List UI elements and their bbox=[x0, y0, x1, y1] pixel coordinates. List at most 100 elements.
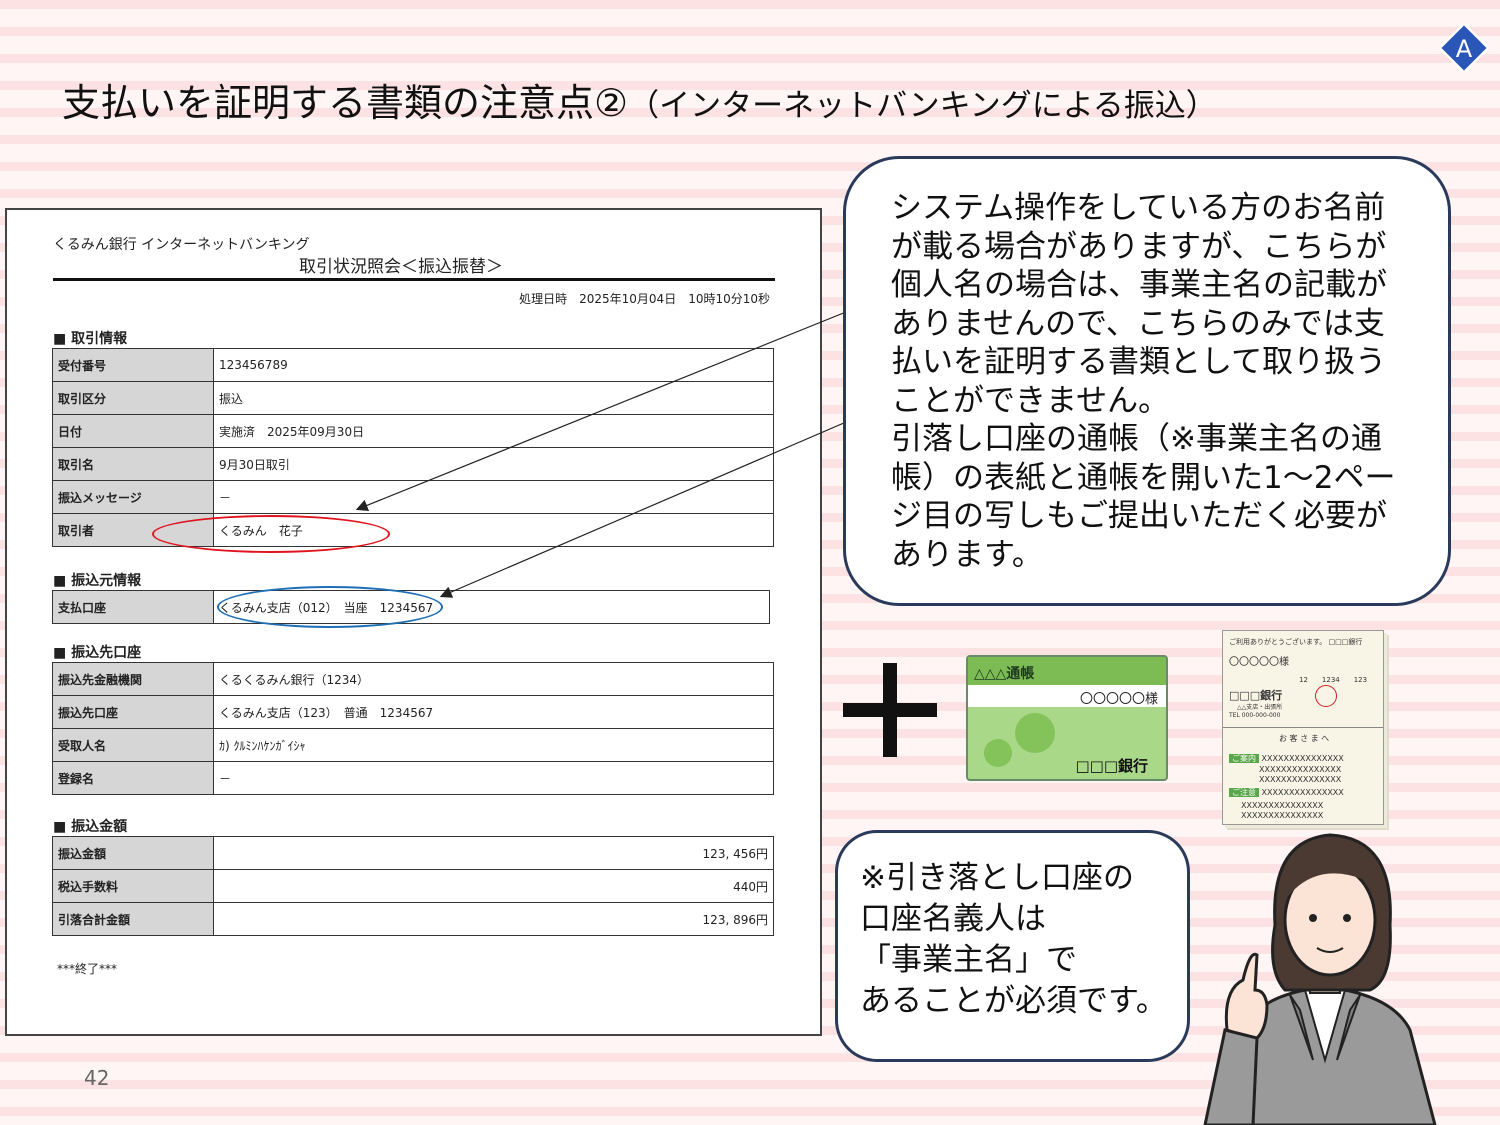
callout-line: 個人名の場合は、事業主名の記載が bbox=[891, 267, 1387, 303]
passbook-holder: 〇〇〇〇〇様 bbox=[1079, 692, 1158, 707]
section-table-destination: 振込先金融機関くるくるみん銀行（1234） 振込先口座くるみん支店（123） 普… bbox=[52, 662, 774, 795]
table-row: 取引区分振込 bbox=[52, 381, 774, 415]
callout-line: あります。 bbox=[891, 536, 1043, 573]
callout-line: 帳）の表紙と通帳を開いた1～2ペー bbox=[891, 459, 1396, 496]
row-label: 登録名 bbox=[52, 761, 214, 795]
passbook-name-band bbox=[968, 685, 1166, 707]
transaction-document: くるみん銀行 インターネットバンキング 取引状況照会＜振込振替＞ 処理日時 20… bbox=[5, 208, 822, 1036]
booklet-xs: XXXXXXXXXXXXXXX bbox=[1259, 765, 1342, 774]
callout-line: 払いを証明する書類として取り扱う bbox=[891, 344, 1387, 380]
section-heading: ■ 振込元情報 bbox=[53, 573, 142, 589]
row-label: 取引区分 bbox=[52, 381, 214, 415]
page-number: 42 bbox=[84, 1066, 110, 1090]
row-value: くるくるみん銀行（1234） bbox=[213, 662, 774, 696]
table-row: 振込先金融機関くるくるみん銀行（1234） bbox=[52, 662, 774, 696]
row-value: － bbox=[213, 761, 774, 795]
booklet-tag: ご案内 bbox=[1229, 754, 1259, 763]
booklet-line: ご案内 XXXXXXXXXXXXXXX bbox=[1229, 753, 1344, 764]
passbook-open-image: ご利用ありがとうございます。 □□□銀行 〇〇〇〇〇様 12 1234 123 … bbox=[1222, 630, 1384, 825]
row-label: 支払口座 bbox=[52, 590, 214, 624]
callout-line: 引落し口座の通帳（※事業主名の通 bbox=[891, 421, 1382, 457]
row-value: 123456789 bbox=[213, 348, 774, 382]
doc-title: 取引状況照会＜振込振替＞ bbox=[299, 257, 503, 277]
row-label: 振込メッセージ bbox=[52, 480, 214, 514]
booklet-tag: ご注意 bbox=[1229, 788, 1259, 797]
callout-main: システム操作をしている方のお名前 が載る場合がありますが、こちらが 個人名の場合… bbox=[843, 156, 1451, 606]
table-row: 振込メッセージ－ bbox=[52, 480, 774, 514]
callout-line: システム操作をしている方のお名前 bbox=[891, 190, 1386, 226]
row-label: 受付番号 bbox=[52, 348, 214, 382]
booklet-tel: TEL 000-000-000 bbox=[1229, 712, 1281, 719]
passbook-title: △△△通帳 bbox=[974, 666, 1035, 682]
booklet-xs: XXXXXXXXXXXXXXX bbox=[1261, 754, 1344, 763]
row-value: 440円 bbox=[213, 869, 774, 903]
booklet-bank: □□□銀行 bbox=[1229, 689, 1283, 702]
callout-line: ※引き落とし口座の bbox=[860, 860, 1134, 896]
passbook-bank: □□□銀行 bbox=[1075, 757, 1148, 775]
row-label: 振込金額 bbox=[52, 836, 214, 870]
table-row: 日付実施済 2025年09月30日 bbox=[52, 414, 774, 448]
title-main: 支払いを証明する書類の注意点② bbox=[62, 81, 629, 125]
booklet-xs: XXXXXXXXXXXXXXX bbox=[1261, 788, 1344, 797]
row-label: 取引名 bbox=[52, 447, 214, 481]
booklet-divider bbox=[1223, 727, 1383, 728]
diamond-badge-icon: A bbox=[1439, 23, 1489, 73]
table-row: 受取人名ｶ) ｸﾙﾐﾝﾊｹﾝｶﾞｲｼｬ bbox=[52, 728, 774, 762]
callout-small: ※引き落とし口座の 口座名義人は 「事業主名」で あることが必須です。 bbox=[835, 830, 1190, 1062]
row-value: 振込 bbox=[213, 381, 774, 415]
row-value: 実施済 2025年09月30日 bbox=[213, 414, 774, 448]
callout-line: 口座名義人は bbox=[860, 901, 1046, 937]
doc-timestamp: 処理日時 2025年10月04日 10時10分10秒 bbox=[519, 292, 770, 306]
booklet-xs: XXXXXXXXXXXXXXX bbox=[1241, 801, 1324, 810]
row-label: 税込手数料 bbox=[52, 869, 214, 903]
row-label: 受取人名 bbox=[52, 728, 214, 762]
row-label: 振込先口座 bbox=[52, 695, 214, 729]
decor-dot bbox=[984, 739, 1012, 767]
decor-dot bbox=[1015, 713, 1055, 753]
row-label: 振込先金融機関 bbox=[52, 662, 214, 696]
booklet-codes: 12 1234 123 bbox=[1299, 676, 1368, 684]
passbook-cover-image: △△△通帳 〇〇〇〇〇様 □□□銀行 bbox=[966, 655, 1168, 781]
callout-small-text: ※引き落とし口座の 口座名義人は 「事業主名」で あることが必須です。 bbox=[860, 858, 1190, 1022]
svg-text:A: A bbox=[1456, 35, 1473, 63]
booklet-xs: XXXXXXXXXXXXXXX bbox=[1259, 775, 1342, 784]
booklet-holder: 〇〇〇〇〇様 bbox=[1229, 657, 1289, 668]
booklet-line: ご注意 XXXXXXXXXXXXXXX bbox=[1229, 787, 1344, 798]
row-label: 引落合計金額 bbox=[52, 902, 214, 936]
blue-highlight-ellipse bbox=[217, 586, 443, 628]
row-value: － bbox=[213, 480, 774, 514]
booklet-xs: XXXXXXXXXXXXXXX bbox=[1241, 811, 1324, 820]
row-value: 123, 456円 bbox=[213, 836, 774, 870]
row-value: 123, 896円 bbox=[213, 902, 774, 936]
section-heading: ■ 振込金額 bbox=[53, 819, 128, 835]
section-heading: ■ 振込先口座 bbox=[53, 645, 142, 661]
callout-main-text: システム操作をしている方のお名前 が載る場合がありますが、こちらが 個人名の場合… bbox=[891, 189, 1421, 574]
row-value: ｶ) ｸﾙﾐﾝﾊｹﾝｶﾞｲｼｬ bbox=[213, 728, 774, 762]
section-heading: ■ 取引情報 bbox=[53, 331, 128, 347]
row-value: くるみん支店（123） 普通 1234567 bbox=[213, 695, 774, 729]
row-label: 日付 bbox=[52, 414, 214, 448]
booklet-header: ご利用ありがとうございます。 □□□銀行 bbox=[1229, 638, 1363, 646]
table-row: 登録名－ bbox=[52, 761, 774, 795]
plus-icon bbox=[843, 663, 937, 757]
title-sub: （インターネットバンキングによる振込） bbox=[628, 88, 1217, 124]
passbook-band bbox=[968, 657, 1166, 685]
callout-line: あることが必須です。 bbox=[860, 983, 1167, 1019]
doc-end-mark: ***終了*** bbox=[57, 962, 118, 976]
doc-title-rule bbox=[53, 278, 775, 281]
callout-line: 「事業主名」で bbox=[860, 942, 1077, 978]
callout-line: ジ目の写しもご提出いただく必要が bbox=[891, 498, 1387, 534]
callout-line: が載る場合がありますが、こちらが bbox=[891, 228, 1387, 265]
page-title: 支払いを証明する書類の注意点②（インターネットバンキングによる振込） bbox=[62, 72, 1217, 127]
booklet-seal-icon bbox=[1315, 685, 1337, 707]
doc-bank-header: くるみん銀行 インターネットバンキング bbox=[53, 237, 310, 253]
red-highlight-ellipse bbox=[152, 515, 390, 553]
booklet-notice: お 客 さ ま へ bbox=[1279, 734, 1330, 743]
